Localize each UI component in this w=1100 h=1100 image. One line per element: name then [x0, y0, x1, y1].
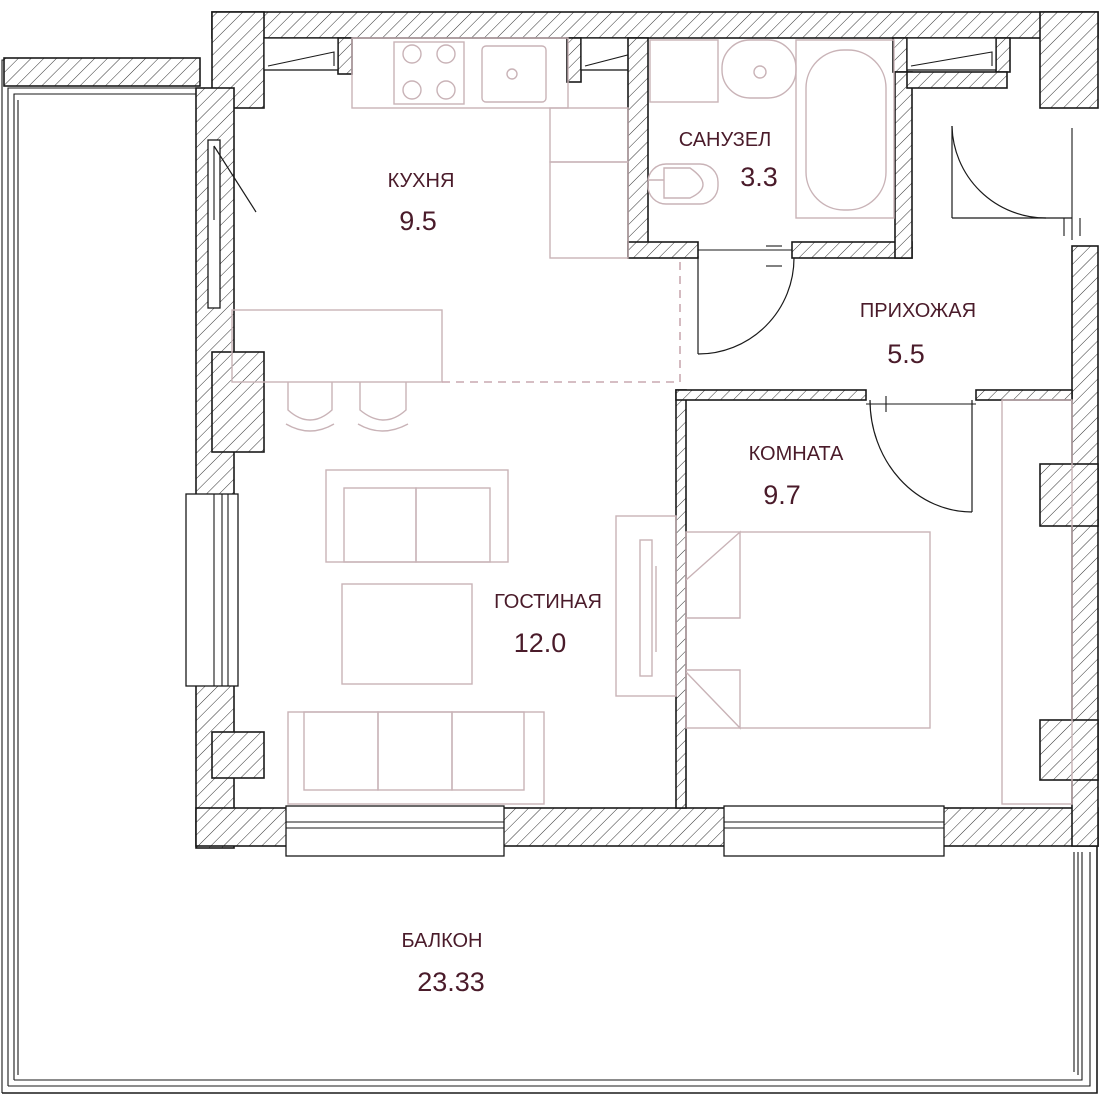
washbasin	[721, 39, 797, 99]
sofa-top	[325, 469, 509, 563]
bottom-windows	[285, 805, 945, 857]
bathroom-walls	[627, 37, 1008, 259]
doors	[697, 125, 1081, 513]
toilet	[647, 163, 719, 205]
bathroom-area: 3.3	[740, 162, 778, 192]
bathtub	[795, 39, 895, 219]
living-room-area: 12.0	[514, 628, 567, 658]
living-room-name: ГОСТИНАЯ	[494, 591, 602, 613]
room-labels: КУХНЯ 9.5 САНУЗЕЛ 3.3 ПРИХОЖАЯ 5.5 КОМНА…	[388, 129, 976, 997]
balcony-name: БАЛКОН	[401, 930, 482, 952]
living-window	[185, 493, 239, 687]
wardrobe	[1001, 399, 1073, 805]
balcony-area: 23.33	[417, 967, 485, 997]
bedroom-area: 9.7	[763, 480, 801, 510]
bathroom-name: САНУЗЕЛ	[679, 129, 772, 151]
hallway-name: ПРИХОЖАЯ	[860, 300, 976, 322]
coffee-table	[341, 583, 473, 685]
furniture	[231, 37, 1073, 805]
kitchen-area: 9.5	[399, 206, 437, 236]
kitchen-balcony-door	[207, 139, 257, 309]
bedroom-name: КОМНАТА	[749, 443, 844, 465]
fridge	[549, 107, 629, 163]
kitchen-counter	[351, 37, 569, 109]
kitchen-sink	[481, 45, 547, 103]
kitchen-island	[231, 309, 443, 383]
washing-machine	[649, 39, 719, 103]
stove	[393, 41, 465, 105]
kitchen-name: КУХНЯ	[388, 170, 455, 192]
tv-stand	[615, 515, 677, 697]
bed	[685, 531, 931, 729]
bedroom-walls	[675, 389, 1073, 809]
hallway-area: 5.5	[887, 339, 925, 369]
balcony-outline	[1, 57, 1098, 1094]
